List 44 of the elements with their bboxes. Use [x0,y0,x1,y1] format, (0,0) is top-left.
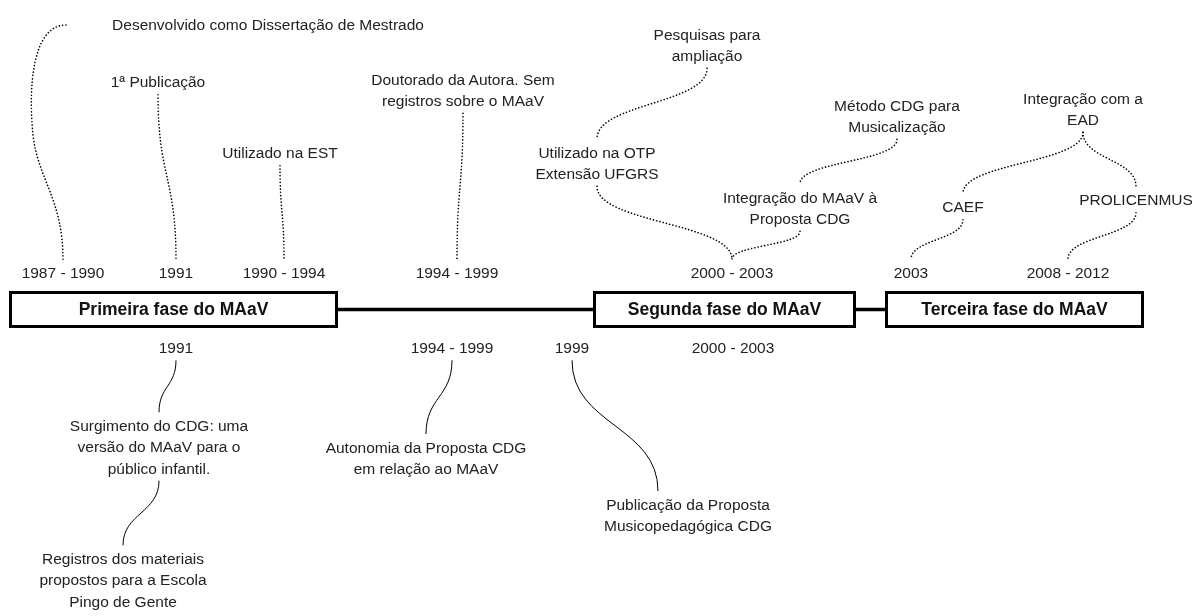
timeline-note: Utilizado na EST [205,142,355,164]
timeline-note: Desenvolvido como Dissertação de Mestrado [68,14,468,36]
leader-line [571,360,659,492]
leader-line [1067,211,1137,261]
timeline-note: 1987 - 1990 [8,262,118,284]
timeline-connector [854,307,887,312]
leader-line [1082,131,1137,188]
timeline-note: CAEF [933,196,993,218]
timeline-note: 2008 - 2012 [1013,262,1123,284]
leader-line [731,230,801,261]
timeline-note: 1999 [542,337,602,359]
timeline-note: 1994 - 1999 [397,337,507,359]
leader-line [799,138,898,185]
timeline-note: Publicação da Proposta Musicopedagógica CDG [580,493,796,537]
leader-line [596,67,708,140]
timeline-note: 1991 [146,262,206,284]
timeline-note: Integração do MAaV à Proposta CDG [712,186,888,230]
timeline-note: Surgimento do CDG: uma versão do MAaV para o público infantil. [59,414,259,480]
phase-box: Terceira fase do MAaV [885,291,1144,328]
timeline-note: 2000 - 2003 [677,262,787,284]
timeline-note: 1ª Publicação [93,71,223,93]
timeline-note: Pesquisas para ampliação [642,23,772,67]
leader-line [157,93,177,261]
date-label: 2000 - 2003 [691,339,775,357]
timeline-note: Registros dos materiais propostos para a Escola Pingo de Gente [23,547,223,613]
phase-box: Primeira fase do MAaV [9,291,338,328]
timeline-note: 1991 [146,337,206,359]
leader-line [425,360,453,435]
phase-box: Segunda fase do MAaV [593,291,856,328]
leader-line [30,24,67,261]
timeline-note: Autonomia da Proposta CDG em relação ao MAaV [318,436,534,480]
timeline-note: 1990 - 1994 [229,262,339,284]
timeline-note: 1994 - 1999 [402,262,512,284]
timeline-note: Doutorado da Autora. Sem registros sobre o MAaV [350,68,576,112]
timeline-note: PROLICENMUS [1073,189,1199,211]
timeline-note: Utilizado na OTP Extensão UFGRS [529,141,665,185]
leader-line [456,112,464,261]
leader-line [279,164,285,261]
timeline-connector [336,307,595,312]
leader-line [158,360,177,413]
leader-line [122,480,160,546]
timeline-note: Integração com a EAD [1015,87,1151,131]
timeline-note: 2003 [881,262,941,284]
timeline-note: Método CDG para Musicalização [814,94,980,138]
